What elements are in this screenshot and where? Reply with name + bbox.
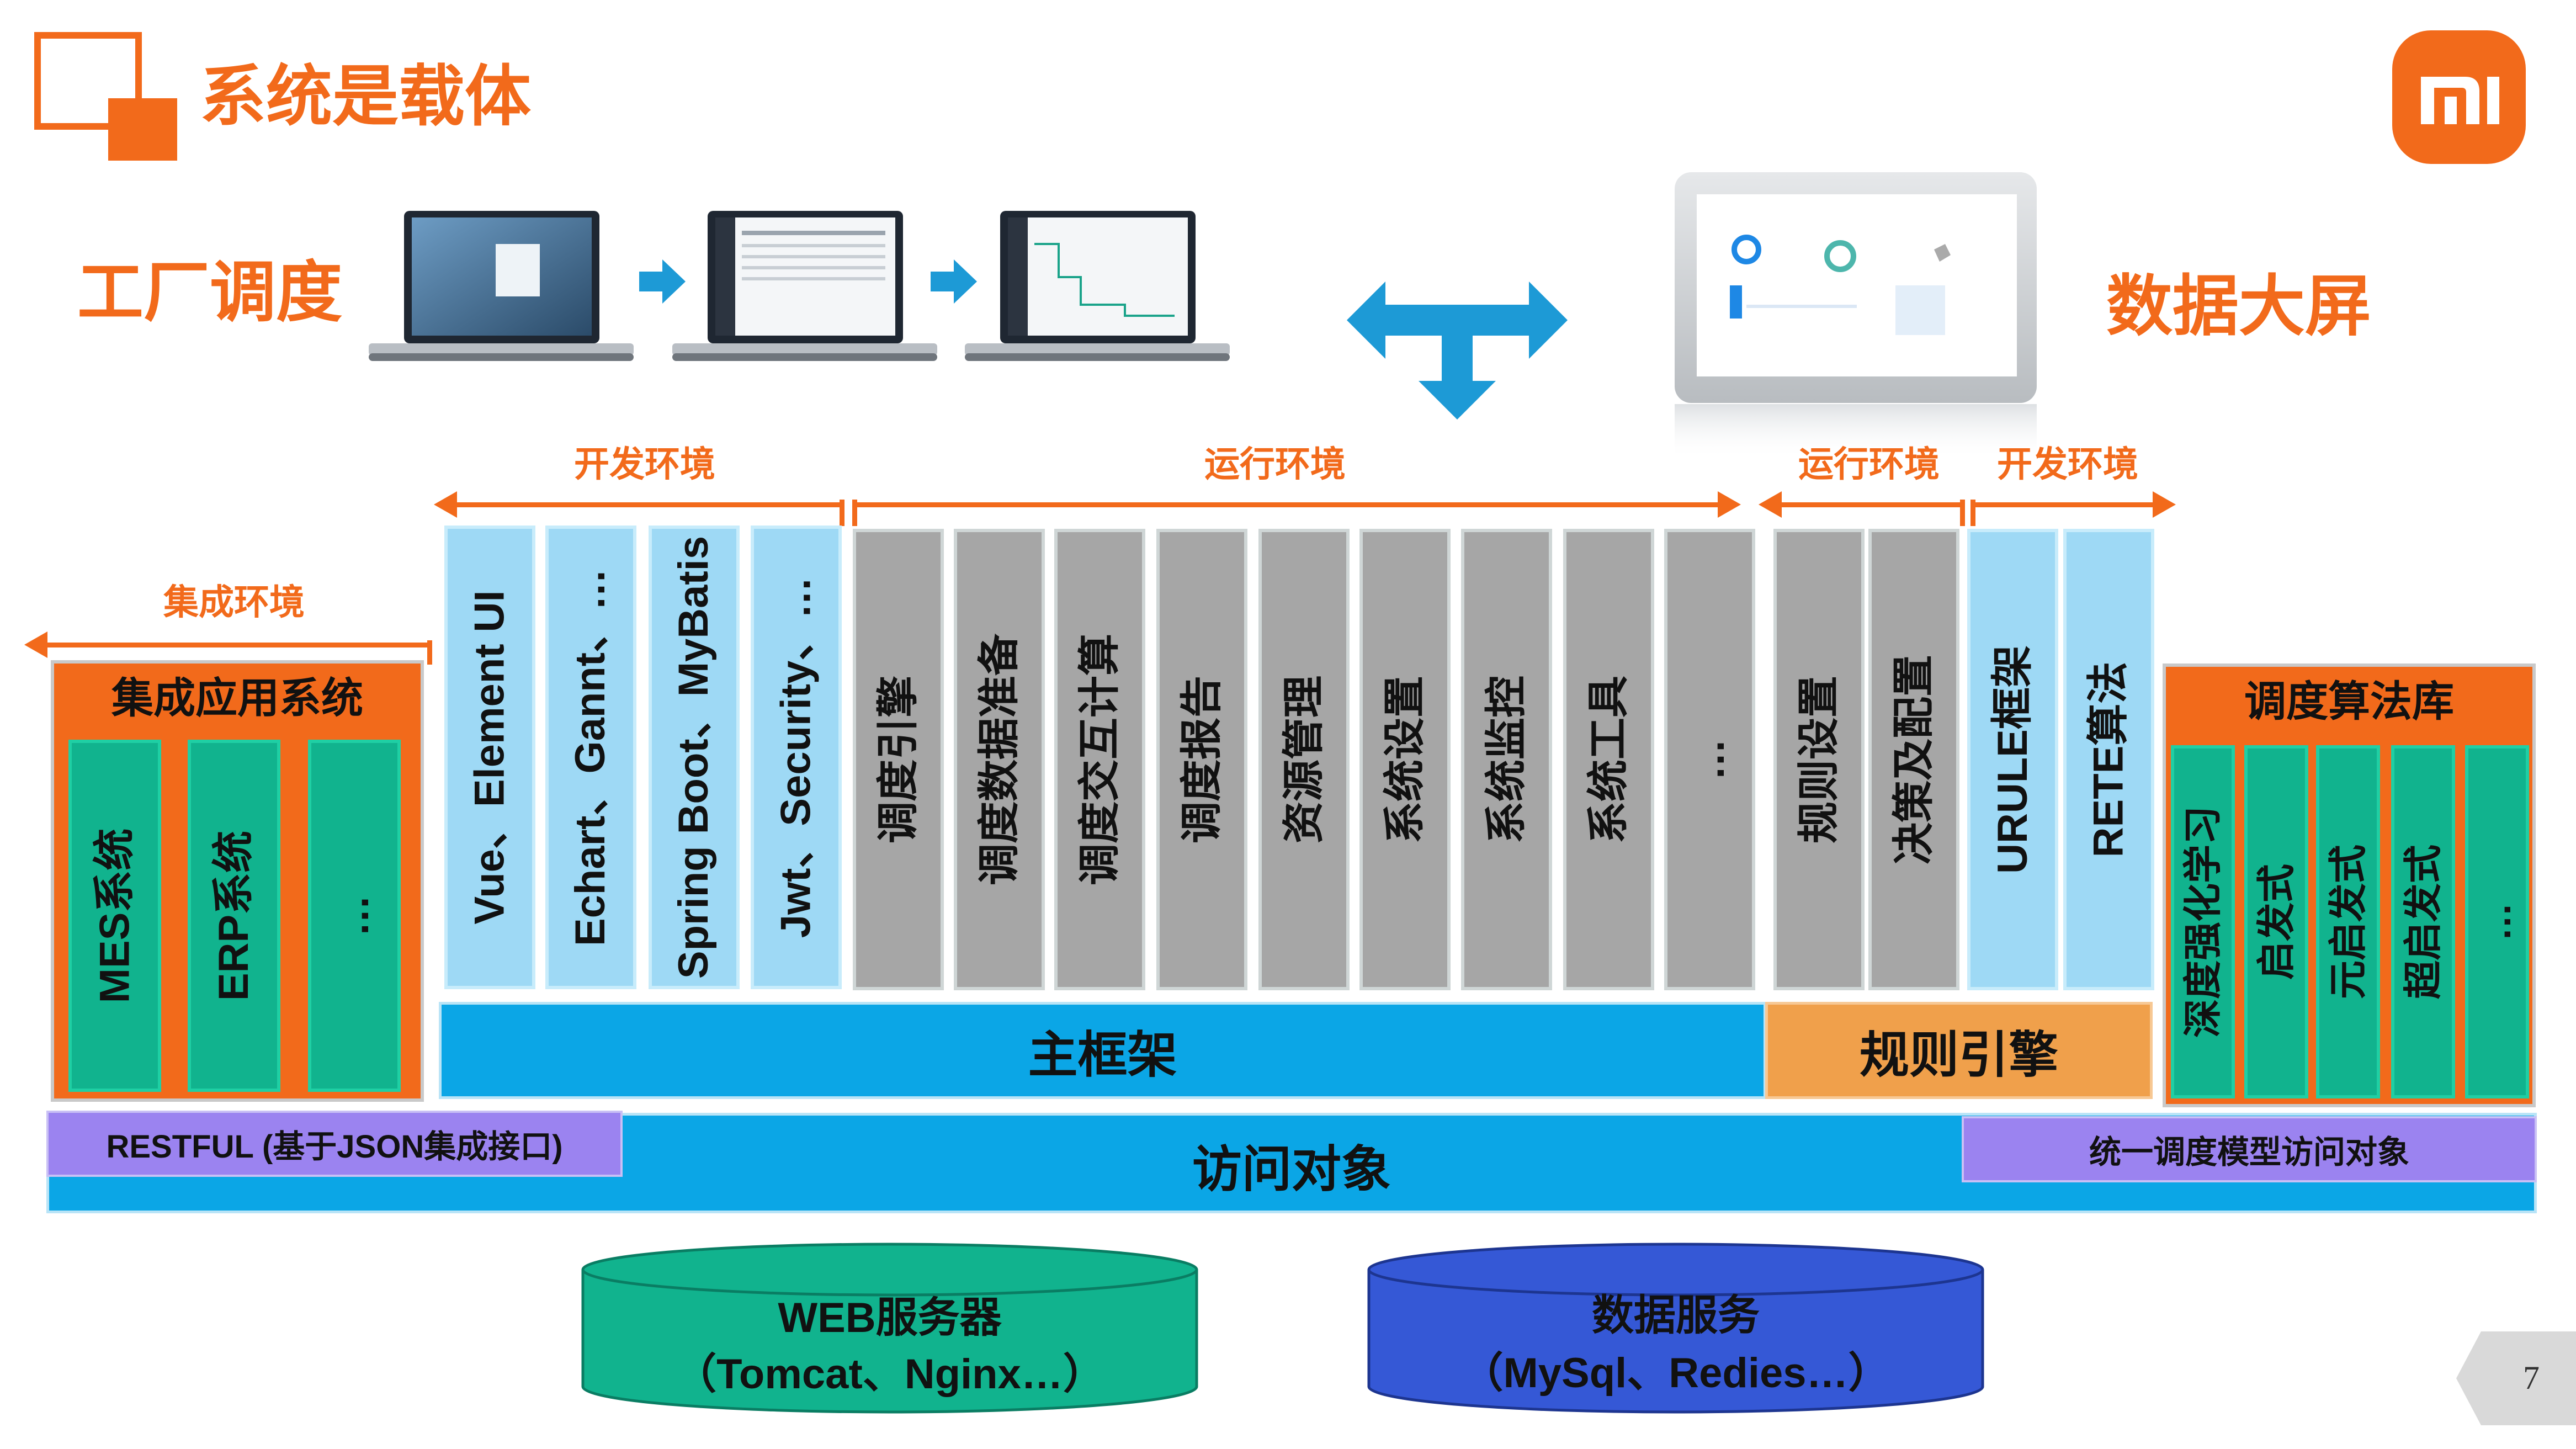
access-object-label: 访问对象 xyxy=(1192,1142,1391,1197)
dev-env-tick xyxy=(840,500,844,526)
integration-env-line xyxy=(43,643,432,647)
big-screen-tablet-image xyxy=(1675,172,2039,462)
integration-item-label: ERP系统 xyxy=(210,830,257,1001)
function-column-9: … xyxy=(1664,529,1755,990)
algorithm-item-label: 超启发式 xyxy=(2402,845,2445,999)
rule-dev-line xyxy=(1970,502,2158,507)
integration-item-label: … xyxy=(331,895,378,937)
function-column-5: 资源管理 xyxy=(1258,529,1350,990)
run-env-label-middle: 运行环境 xyxy=(1204,444,1346,484)
integration-item-2: ERP系统 xyxy=(188,740,280,1092)
algorithm-item-label: 启发式 xyxy=(2255,864,2298,980)
tech-column-label: Jwt、Security、… xyxy=(772,576,820,938)
integration-item-label: MES系统 xyxy=(91,828,139,1004)
function-column-2: 调度数据准备 xyxy=(954,529,1045,990)
function-column-7: 系统监控 xyxy=(1461,529,1552,990)
flow-arrow-right-1-icon xyxy=(639,259,686,306)
function-column-label: 系统监控 xyxy=(1483,676,1530,843)
integration-env-label: 集成环境 xyxy=(163,582,305,622)
integration-item-3: … xyxy=(308,740,401,1092)
data-service-title: 数据服务 xyxy=(1592,1292,1760,1339)
function-column-label: … xyxy=(1686,739,1733,781)
rule-tech-column-2: RETE算法 xyxy=(2063,529,2154,990)
run-env-arrow-right-icon xyxy=(1718,491,1741,518)
function-column-label: 系统设置 xyxy=(1381,676,1428,843)
algorithm-item-5: … xyxy=(2465,745,2529,1098)
factory-scheduling-label: 工厂调度 xyxy=(77,256,342,330)
function-column-4: 调度报告 xyxy=(1156,529,1247,990)
t-junction-arrow-icon xyxy=(1347,282,1568,422)
data-service-subtitle: （MySql、Redies…） xyxy=(1461,1350,1890,1397)
rule-engine-bar: 规则引擎 xyxy=(1765,1002,2153,1099)
laptop-screen-3 xyxy=(965,211,1230,374)
function-column-label: 调度数据准备 xyxy=(975,634,1023,885)
page-number: 7 xyxy=(2523,1360,2540,1396)
function-column-8: 系统工具 xyxy=(1563,529,1654,990)
algorithm-item-label: 元启发式 xyxy=(2327,845,2370,999)
algorithm-item-label: 深度强化学习 xyxy=(2181,806,2224,1038)
page-number-badge xyxy=(2456,1331,2576,1428)
run-env-label-right: 运行环境 xyxy=(1798,444,1940,484)
unified-access-object-bar: 统一调度模型访问对象 xyxy=(1962,1116,2537,1182)
function-column-3: 调度交互计算 xyxy=(1054,529,1145,990)
algorithm-item-label: … xyxy=(2476,903,2519,941)
run-env-line xyxy=(852,502,1723,507)
tech-column-1: Vue、Element UI xyxy=(444,526,535,989)
web-server-subtitle: （Tomcat、Nginx…） xyxy=(674,1351,1105,1398)
tech-column-4: Jwt、Security、… xyxy=(751,526,842,989)
dev-env-label-right: 开发环境 xyxy=(1997,444,2138,484)
mi-logo-icon xyxy=(2392,30,2526,164)
main-framework-bar: 主框架 xyxy=(439,1002,1766,1099)
algorithm-item-3: 元启发式 xyxy=(2316,745,2380,1098)
function-column-label: 资源管理 xyxy=(1280,676,1327,843)
rule-run-line xyxy=(1777,502,1965,507)
web-server-title: WEB服务器 xyxy=(778,1294,1002,1341)
integration-item-1: MES系统 xyxy=(68,740,161,1092)
rule-column-2: 决策及配置 xyxy=(1868,529,1959,990)
function-column-1: 调度引擎 xyxy=(853,529,944,990)
slide-title: 系统是载体 xyxy=(200,60,531,134)
laptop-screen-2 xyxy=(672,211,937,374)
title-outline-square-icon xyxy=(34,32,142,130)
big-screen-label: 数据大屏 xyxy=(2106,269,2371,343)
tech-column-3: Spring Boot、MyBatis xyxy=(649,526,740,989)
function-column-6: 系统设置 xyxy=(1359,529,1451,990)
rule-column-label: 规则设置 xyxy=(1795,676,1842,843)
tech-column-label: Vue、Element UI xyxy=(466,590,513,925)
dev-env-line xyxy=(453,502,844,507)
tech-column-2: Echart、Gannt、… xyxy=(545,526,636,989)
title-filled-square-icon xyxy=(108,98,177,161)
function-column-label: 调度报告 xyxy=(1178,676,1225,843)
function-column-label: 系统工具 xyxy=(1585,676,1632,843)
laptop-screen-1 xyxy=(369,211,634,374)
algorithm-library-title: 调度算法库 xyxy=(2244,678,2454,725)
restful-interface-bar: RESTFUL (基于JSON集成接口) xyxy=(46,1111,623,1177)
rule-tech-column-1: URULE框架 xyxy=(1967,529,2058,990)
tech-column-label: Spring Boot、MyBatis xyxy=(670,535,718,979)
function-column-label: 调度引擎 xyxy=(874,676,922,843)
rule-run-tick xyxy=(1960,500,1965,526)
rule-tech-column-label: RETE算法 xyxy=(2085,661,2132,858)
rule-dev-arrow-right-icon xyxy=(2153,491,2176,518)
tech-column-label: Echart、Gannt、… xyxy=(567,568,614,947)
run-env-tick xyxy=(852,500,857,526)
algorithm-item-2: 启发式 xyxy=(2244,745,2308,1098)
web-server-cylinder xyxy=(581,1242,1199,1421)
integration-env-tick xyxy=(427,640,432,665)
rule-dev-tick xyxy=(1970,500,1975,526)
rule-column-1: 规则设置 xyxy=(1773,529,1865,990)
function-column-label: 调度交互计算 xyxy=(1076,634,1123,885)
flow-arrow-right-2-icon xyxy=(931,259,977,306)
rule-tech-column-label: URULE框架 xyxy=(1989,645,2036,874)
rule-column-label: 决策及配置 xyxy=(1890,655,1937,864)
dev-env-label-left: 开发环境 xyxy=(574,444,715,484)
algorithm-item-4: 超启发式 xyxy=(2391,745,2455,1098)
data-service-cylinder xyxy=(1367,1242,1985,1421)
algorithm-item-1: 深度强化学习 xyxy=(2171,745,2235,1098)
integration-app-title: 集成应用系统 xyxy=(111,675,363,722)
